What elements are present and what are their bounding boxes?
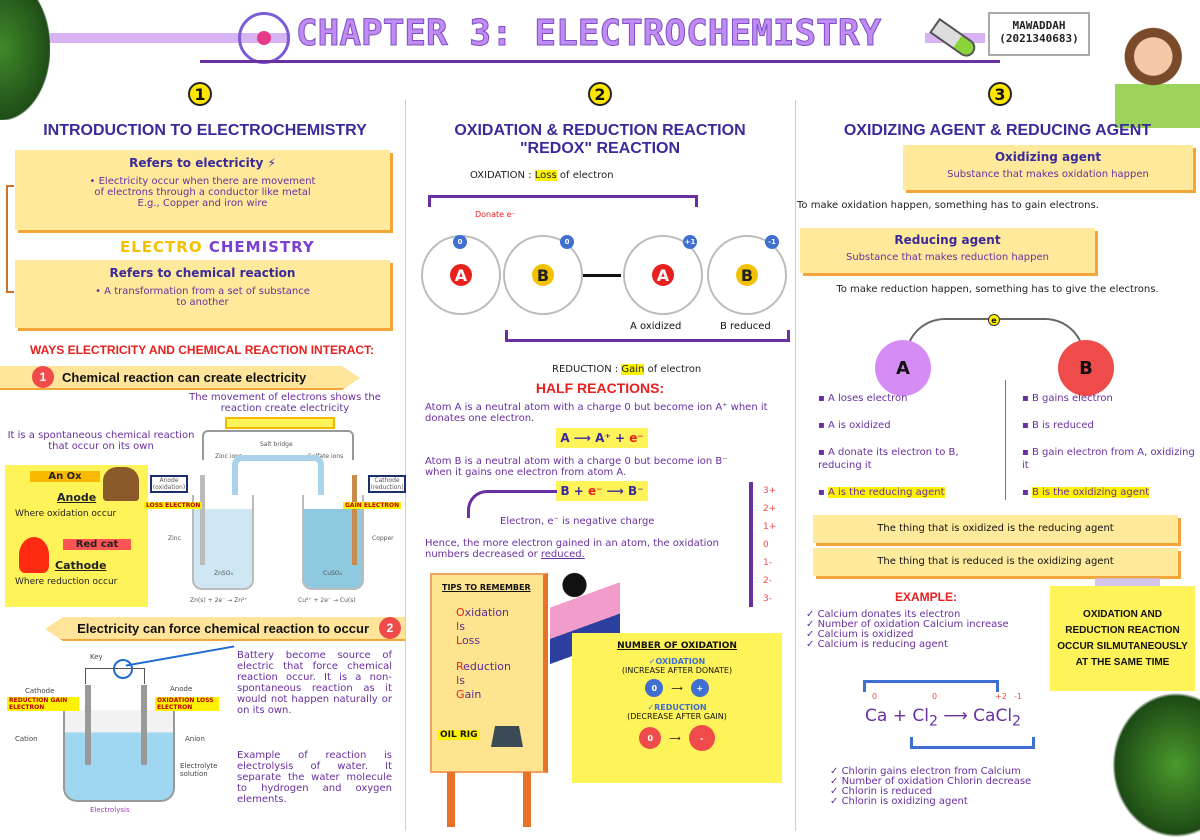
red-cat-label: Red cat	[63, 539, 131, 550]
chemical-equation: Ca + Cl2 ⟶ CaCl2	[865, 706, 1022, 730]
electron-flow-arrow	[225, 417, 335, 429]
section3-title: OXIDIZING AGENT & REDUCING AGENT	[843, 122, 1152, 139]
section1-title: INTRODUCTION TO ELECTROCHEMISTRY	[43, 122, 367, 139]
way2-label: Electricity can force chemical reaction …	[77, 620, 369, 636]
chemical-line: • A transformation from a set of substan…	[95, 286, 310, 297]
an-ox-label: An Ox	[30, 471, 100, 482]
chemical-line: to another	[176, 297, 229, 308]
oxidizing-agent-card: Oxidizing agent Substance that makes oxi…	[903, 145, 1193, 190]
oxidizing-note: To make oxidation happen, something has …	[797, 200, 1099, 211]
tips-card: TIPS TO REMEMBER Oxidation Is Loss Reduc…	[430, 573, 548, 773]
chemical-title: Refers to chemical reaction	[109, 266, 296, 280]
section2-title: OXIDATION & REDUCTION REACTION	[454, 122, 746, 139]
anode-cathode-note: An Ox Anode Where oxidation occur Red ca…	[5, 465, 148, 607]
electricity-line: of electrons through a conductor like me…	[94, 187, 311, 198]
bracket	[6, 185, 14, 293]
ways-heading: WAYS ELECTRICITY AND CHEMICAL REACTION I…	[30, 343, 375, 357]
chemical-card: Refers to chemical reaction • A transfor…	[15, 260, 390, 328]
waving-girl-icon	[1115, 18, 1200, 128]
student-id: (2021340683)	[999, 32, 1079, 45]
atom-b-circle: B	[1058, 340, 1114, 396]
cathode-desc: Where reduction occur	[15, 577, 118, 587]
number-of-oxidation-card: NUMBER OF OXIDATION ✓OXIDATION (INCREASE…	[572, 633, 782, 783]
electrolysis-paragraph: Example of reaction is electrolysis of w…	[237, 750, 392, 805]
electricity-card: Refers to electricity ⚡ • Electricity oc…	[15, 150, 390, 230]
ox-icon	[103, 467, 139, 501]
chlorin-bracket	[910, 737, 1035, 749]
example-heading: EXAMPLE:	[895, 590, 958, 604]
b-list: ▪ B gains electron ▪ B is reduced ▪ B ga…	[1022, 393, 1195, 498]
oil-rig-icon	[491, 726, 523, 747]
anode-desc: Where oxidation occur	[15, 509, 117, 519]
way1-number: 1	[32, 366, 54, 388]
student-name: MAWADDAH	[1012, 19, 1066, 32]
movement-note: The movement of electrons shows the reac…	[189, 392, 381, 414]
section2-subtitle: "REDOX" REACTION	[519, 140, 681, 157]
electricity-line: • Electricity occur when there are movem…	[89, 176, 316, 187]
electron-badge: e	[988, 314, 1000, 326]
reduction-bracket	[505, 330, 790, 342]
lightbulb-icon: 1	[188, 82, 212, 106]
scale-arrow	[749, 482, 753, 607]
anode-label: Anode	[57, 491, 97, 504]
rule-reduced: The thing that is reduced is the oxidizi…	[813, 548, 1178, 576]
equation-b: B + e⁻ ⟶ B⁻	[556, 481, 648, 501]
reduction-definition: REDUCTION : Gain of electron	[552, 364, 702, 375]
title-bar-left	[50, 33, 290, 43]
electrolysis-diagram: Key Cathode Anode Cation Anion REDUCTION…	[7, 653, 219, 814]
electro-chemistry-label: ELECTRO CHEMISTRY	[120, 238, 315, 256]
chlorin-list: ✓ Chlorin gains electron from Calcium ✓ …	[830, 766, 1032, 807]
atom-a-text: Atom A is a neutral atom with a charge 0…	[425, 402, 768, 424]
way1-banner: 1 Chemical reaction can create electrici…	[0, 366, 360, 390]
atom-a-circle: A	[875, 340, 931, 396]
way1-label: Chemical reaction can create electricity	[62, 369, 307, 385]
reducing-note: To make reduction happen, something has …	[836, 284, 1159, 295]
electricity-title: Refers to electricity	[129, 156, 264, 170]
cat-icon	[19, 537, 49, 573]
galvanic-cell-diagram: Salt bridge Zinc ions Sulfate ions Anode…	[144, 415, 410, 605]
atom-diagram: A 0 B 0 A +1 B -1 A oxidized B reduced	[415, 225, 790, 335]
arrow-right	[583, 274, 621, 277]
simultaneous-sticky-note: OXIDATION AND REDUCTION REACTION OCCUR S…	[1050, 586, 1195, 691]
connector-line	[200, 60, 1000, 63]
atom-icon	[238, 12, 290, 64]
battery-paragraph: Battery become source of electric that f…	[237, 650, 392, 716]
lightbulb-icon: 3	[988, 82, 1012, 106]
lightbulb-icon: 2	[588, 82, 612, 106]
hence-text: Hence, the more electron gained in an at…	[425, 538, 719, 560]
calcium-bracket	[863, 680, 999, 692]
electricity-line: E.g., Copper and iron wire	[137, 198, 268, 209]
reducing-agent-card: Reducing agent Substance that makes redu…	[800, 228, 1095, 273]
atom-b-text: Atom B is a neutral atom with a charge 0…	[425, 456, 728, 478]
oxidation-bracket	[428, 195, 698, 207]
page-title: CHAPTER 3: ELECTROCHEMISTRY	[295, 13, 882, 54]
donate-label: Donate e⁻	[475, 210, 516, 219]
student-card: MAWADDAH (2021340683)	[988, 12, 1090, 56]
curved-arrow	[467, 490, 557, 518]
leaf-icon	[1110, 690, 1200, 840]
half-reactions-heading: HALF REACTIONS:	[535, 380, 665, 396]
way2-number: 2	[379, 617, 401, 639]
spontaneous-note: It is a spontaneous chemical reaction th…	[7, 430, 195, 452]
leaf-icon	[0, 0, 50, 120]
a-list: ▪ A loses electron ▪ A is oxidized ▪ A d…	[818, 393, 959, 498]
rule-oxidized: The thing that is oxidized is the reduci…	[813, 515, 1178, 543]
cathode-label: Cathode	[55, 559, 107, 572]
way2-banner: Electricity can force chemical reaction …	[45, 617, 405, 641]
battery-icon	[113, 659, 133, 679]
calcium-list: ✓ Calcium donates its electron ✓ Number …	[806, 609, 1009, 650]
tape	[1095, 578, 1160, 586]
electron-note: Electron, e⁻ is negative charge	[500, 516, 655, 527]
lightning-icon: ⚡	[267, 156, 276, 170]
oxidation-definition: OXIDATION : Loss of electron	[470, 170, 614, 181]
equation-a: A ⟶ A⁺ + e⁻	[556, 428, 648, 448]
